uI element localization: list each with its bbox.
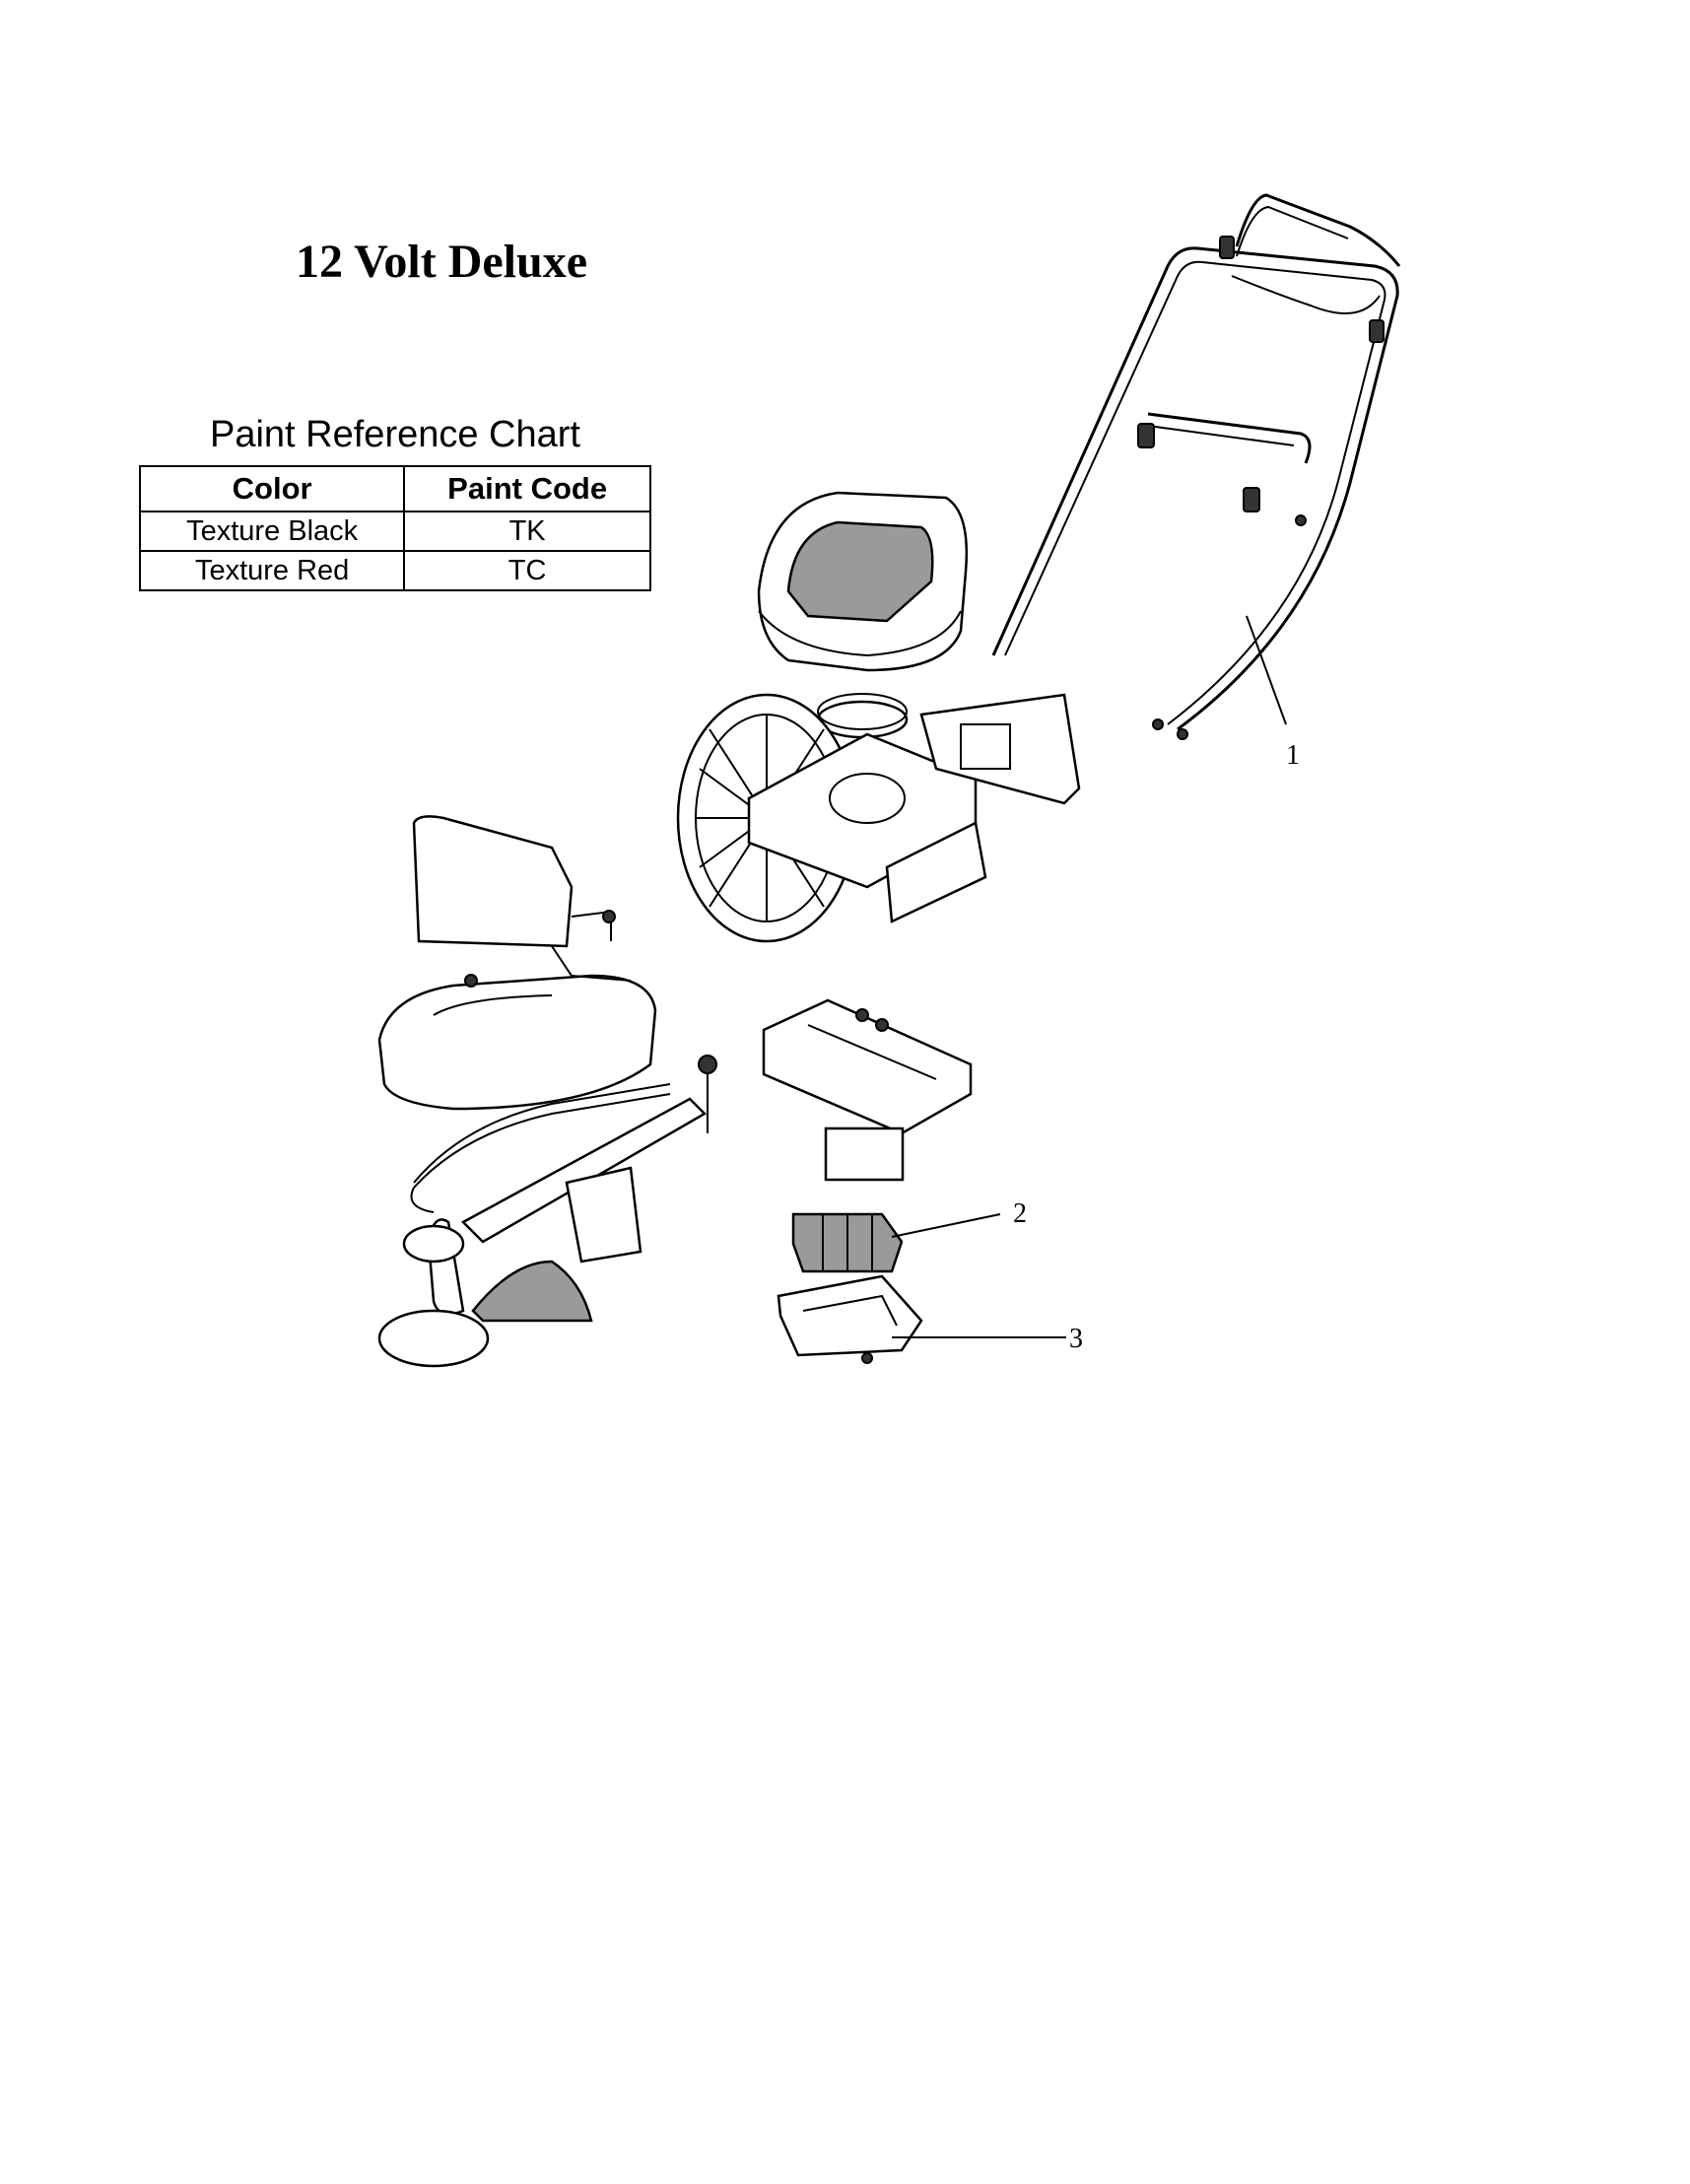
table-row: Texture Black TK [138, 511, 651, 552]
callout-2: 2 [1013, 1198, 1027, 1229]
leader-line-1 [1246, 615, 1287, 725]
table-cell-paint-code: TK [403, 511, 651, 552]
pulley [816, 693, 909, 739]
table-cell-color: Texture Red [138, 550, 406, 591]
belt-guard [377, 815, 657, 1111]
page-title: 12 Volt Deluxe [296, 236, 588, 288]
table-cell-color: Texture Black [138, 511, 406, 552]
paint-reference-table: Color Paint Code Texture Black TK Textur… [138, 465, 651, 591]
battery-holder-part [777, 1274, 923, 1364]
paint-chart-caption: Paint Reference Chart [210, 414, 580, 455]
motor-cover [757, 491, 969, 672]
handle-assembly [991, 193, 1401, 740]
battery-tray [762, 998, 973, 1182]
column-header-paint-code: Paint Code [403, 465, 651, 512]
table-row: Texture Red TC [138, 550, 651, 591]
column-header-color: Color [138, 465, 406, 512]
table-header-row: Color Paint Code [138, 465, 651, 512]
chassis-deck [747, 693, 1081, 923]
battery-part [791, 1212, 904, 1273]
table-cell-paint-code: TC [403, 550, 651, 591]
leader-line-2 [891, 1213, 1001, 1238]
callout-1: 1 [1286, 740, 1300, 771]
trimmer-head [377, 1055, 717, 1368]
callout-3: 3 [1069, 1324, 1083, 1354]
